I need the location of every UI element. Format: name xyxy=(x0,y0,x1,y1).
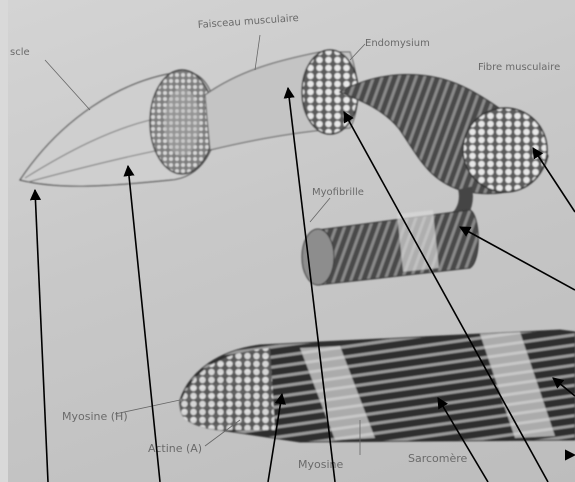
arrow-2 xyxy=(128,166,160,482)
fibre-illustration xyxy=(340,74,548,236)
arrow-7 xyxy=(533,148,575,212)
endomysium-label: Endomysium xyxy=(365,38,430,49)
myosin-bottom-label: Myosine xyxy=(298,458,343,471)
muscle-label: scle xyxy=(10,47,30,58)
sarcomere-label: Sarcomère xyxy=(408,452,468,465)
sarcomere-illustration xyxy=(180,330,575,442)
myosin-label: Myosine (H) xyxy=(62,410,128,423)
myofibril-illustration xyxy=(302,210,478,285)
arrow-1 xyxy=(35,190,48,482)
myofibril-label: Myofibrille xyxy=(312,187,364,198)
arrow-8 xyxy=(460,227,575,290)
muscle-illustration xyxy=(20,70,216,186)
fascicle-illustration xyxy=(205,50,358,150)
fascicle-label: Faisceau musculaire xyxy=(197,13,299,31)
fibre-label: Fibre musculaire xyxy=(478,62,560,73)
